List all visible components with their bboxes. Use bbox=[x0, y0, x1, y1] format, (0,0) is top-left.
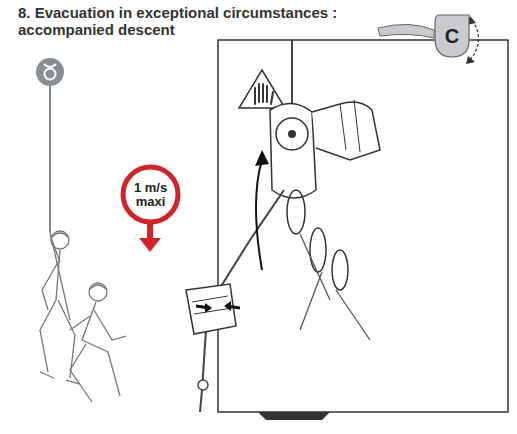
pulley-axle bbox=[288, 130, 296, 138]
arm bbox=[42, 262, 58, 310]
harness-strap bbox=[300, 234, 370, 340]
diagram-title: 8. Evacuation in exceptional circumstanc… bbox=[18, 4, 338, 38]
handle-lever bbox=[378, 24, 434, 38]
node-text: 1 m/s maxi bbox=[129, 181, 173, 209]
leg bbox=[70, 344, 92, 402]
node-shape bbox=[435, 15, 469, 57]
arm bbox=[70, 316, 90, 330]
pulley-wheel bbox=[276, 118, 308, 150]
gloved-hand bbox=[186, 284, 236, 334]
leg bbox=[40, 250, 60, 372]
finger bbox=[340, 100, 360, 152]
node-shape bbox=[123, 167, 178, 222]
lanyard bbox=[50, 232, 70, 320]
warning-triangle bbox=[239, 70, 285, 108]
foot bbox=[40, 372, 80, 384]
carabiner bbox=[332, 250, 348, 290]
squeeze-arrowhead bbox=[205, 303, 212, 313]
anchor-symbol bbox=[36, 58, 64, 86]
rotation-arrowhead bbox=[466, 56, 475, 64]
speed-limit-badge: 1 m/s maxi bbox=[120, 164, 181, 225]
anchor-ring bbox=[44, 64, 56, 67]
carabiner bbox=[287, 190, 305, 234]
hand bbox=[312, 102, 380, 160]
helmet bbox=[89, 283, 107, 301]
motion-arrow bbox=[256, 160, 262, 270]
detail-frame bbox=[218, 40, 508, 412]
squeeze-arrows bbox=[196, 306, 240, 308]
victim-figure bbox=[50, 232, 126, 402]
helmet bbox=[89, 285, 107, 290]
anchor-ring bbox=[45, 69, 56, 80]
descent-arrow bbox=[147, 224, 153, 240]
stopper-knot bbox=[198, 380, 208, 390]
frame-tab bbox=[258, 412, 330, 420]
glove-icon bbox=[255, 84, 273, 104]
rotation-arrow bbox=[470, 20, 479, 60]
rescuer-figure bbox=[40, 231, 80, 384]
callout-letter: C bbox=[433, 13, 471, 59]
descender-device bbox=[270, 103, 316, 198]
squeeze-arrowhead bbox=[224, 301, 231, 311]
arm bbox=[94, 310, 126, 340]
descent-arrowhead bbox=[139, 238, 161, 252]
carabiner bbox=[310, 228, 326, 272]
node-text: C bbox=[445, 25, 459, 47]
helmet bbox=[51, 233, 69, 238]
rope bbox=[49, 86, 50, 232]
leg bbox=[82, 302, 120, 396]
motion-arrowhead bbox=[255, 150, 269, 166]
